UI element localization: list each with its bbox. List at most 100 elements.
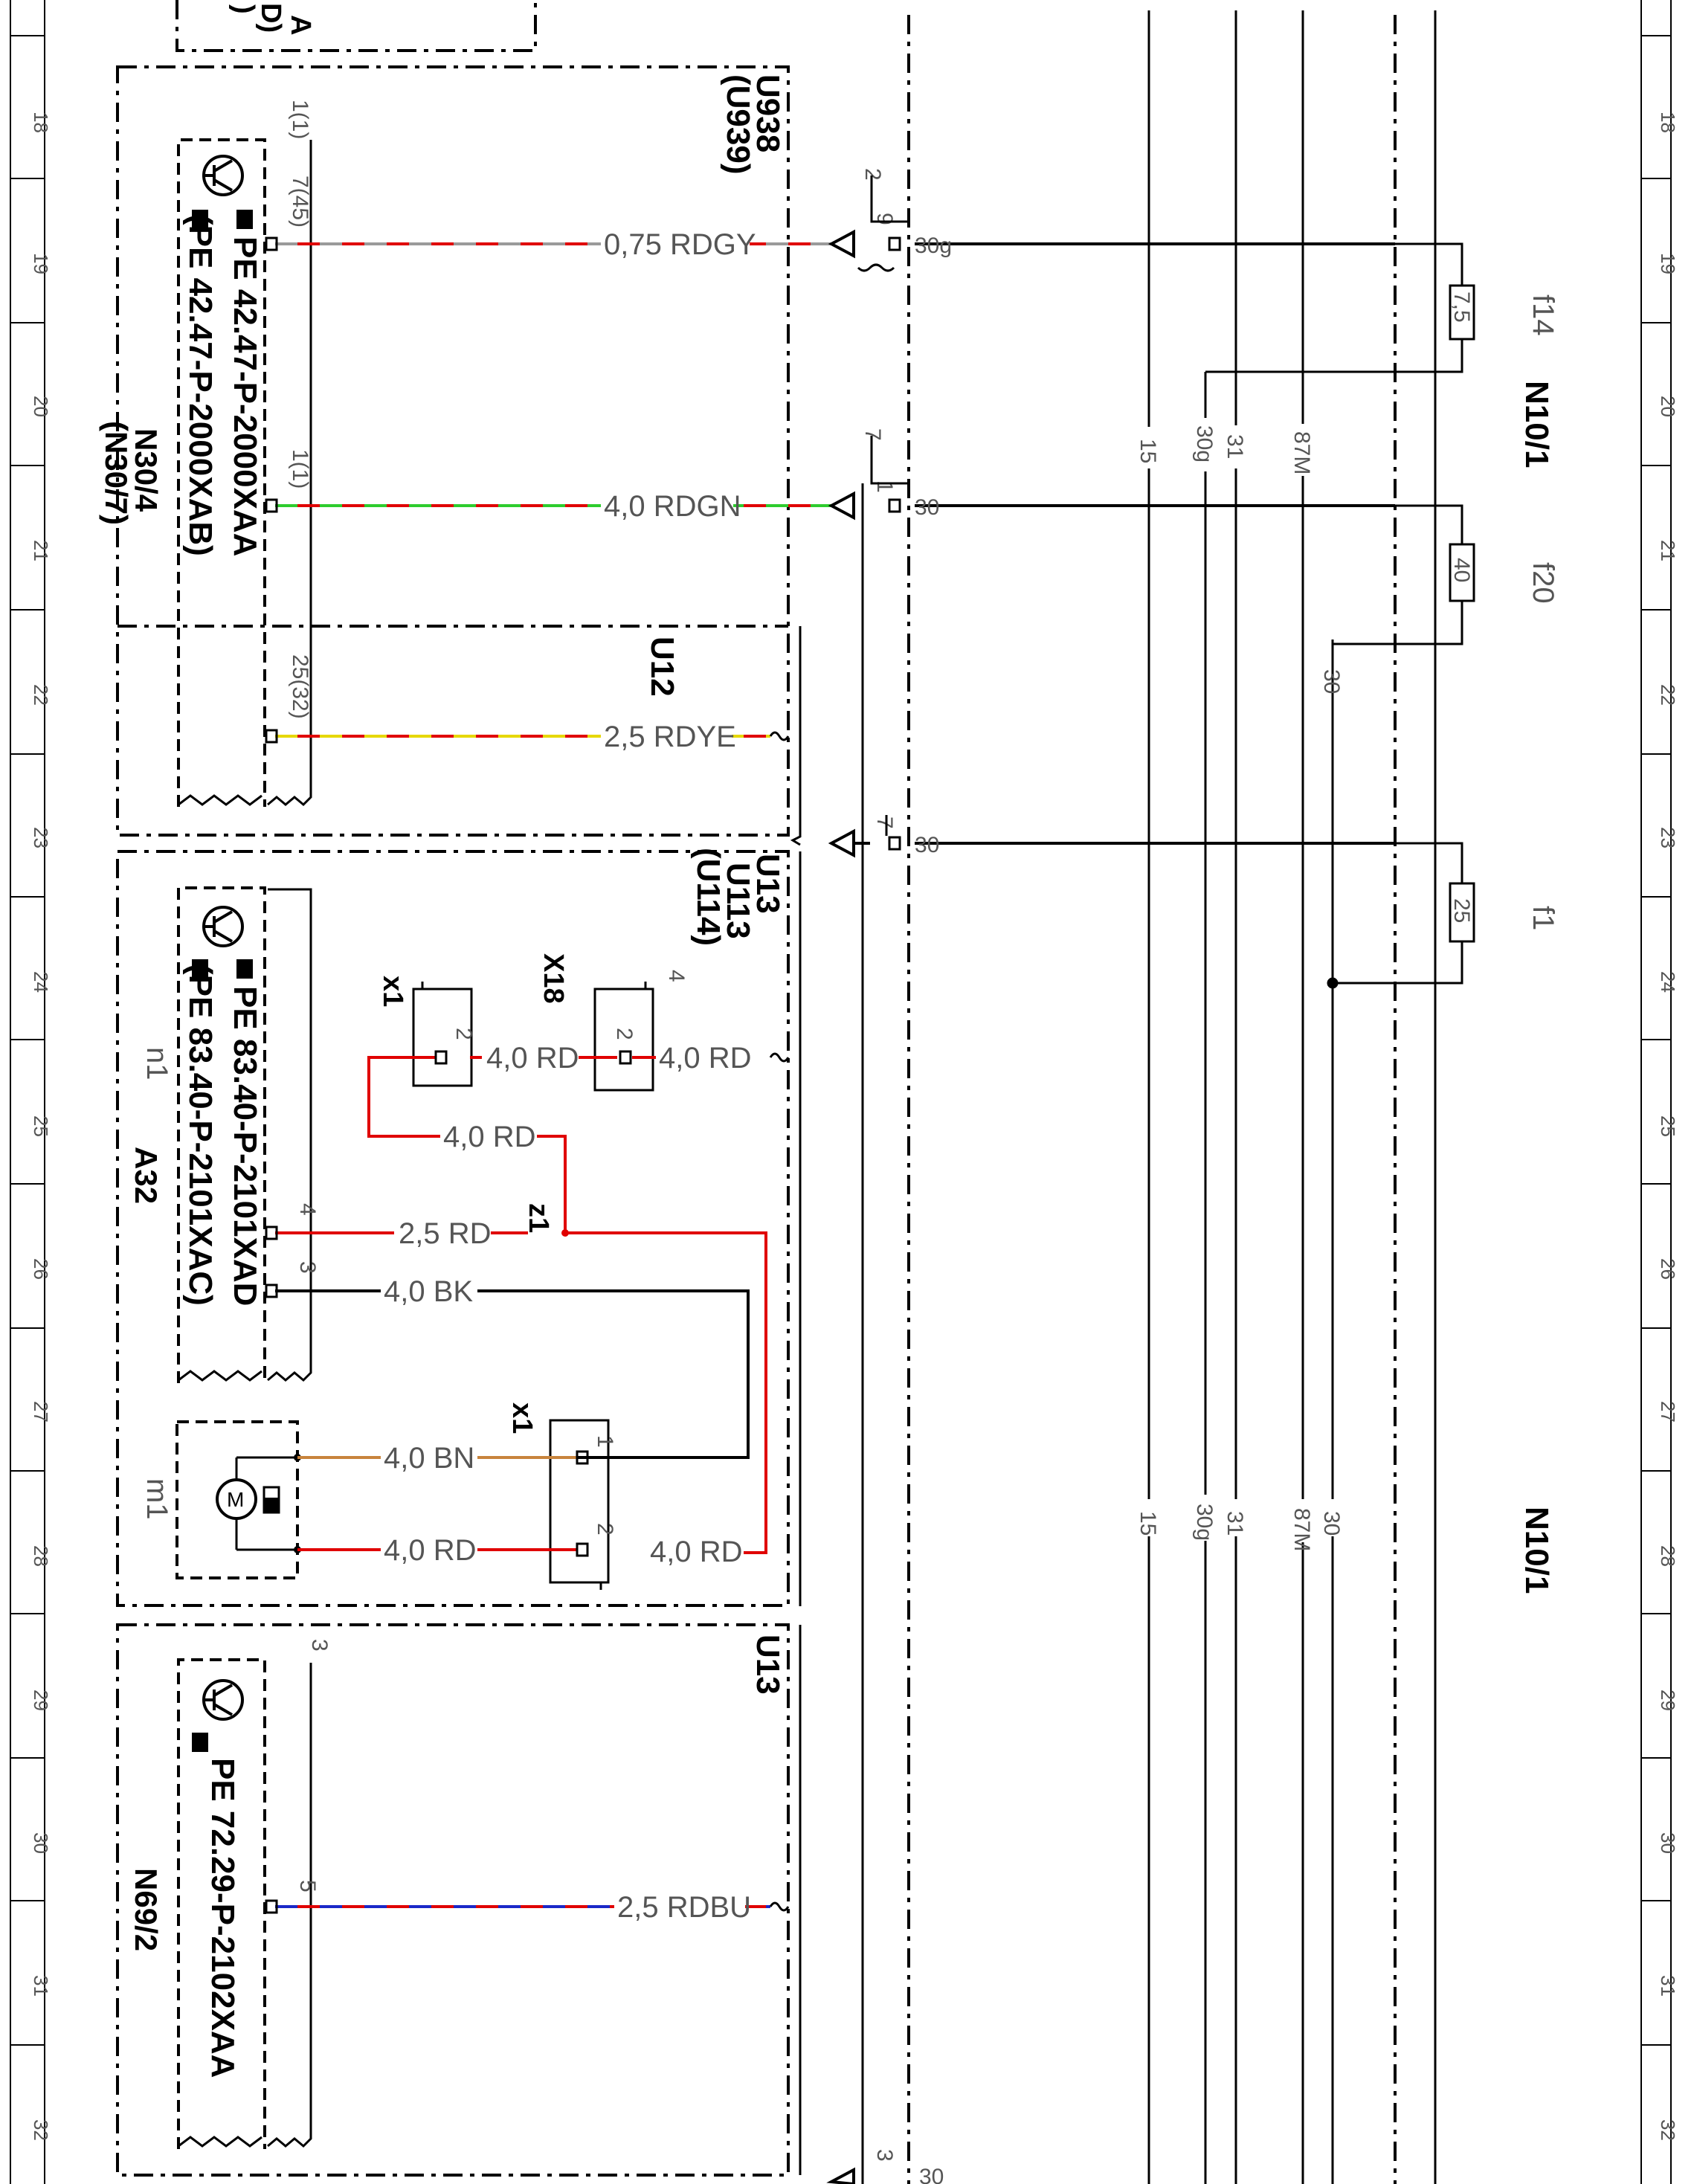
grid-number: 24 (30, 971, 52, 993)
fuse-f14-label: f14 (1527, 294, 1559, 336)
fuse-f20-label: f20 (1527, 562, 1559, 604)
fuse-f20-value: 40 (1449, 558, 1474, 582)
grid-number: 19 (30, 253, 52, 274)
terminal-labels: 30g 30 30 30 (915, 233, 952, 2184)
label-n30-7: (N30/7) (99, 421, 134, 525)
left-grid-ruler (10, 0, 45, 2184)
grid-number: 20 (1657, 396, 1679, 417)
grid-number: 19 (1657, 253, 1679, 274)
grid-number: 21 (30, 540, 52, 561)
grid-number: 24 (1657, 971, 1679, 993)
label-m1: m1 (141, 1478, 173, 1520)
grid-number: 25 (30, 1115, 52, 1137)
fuse-f1-label: f1 (1527, 906, 1559, 930)
connector-triangles (826, 229, 855, 2184)
pin-label: 7 (872, 816, 897, 829)
header-d: D) (255, 3, 286, 33)
reference-a32-alt: (PE 83.40-P-2101XAC) (182, 964, 219, 1306)
pin-sockets (265, 236, 901, 1914)
wire-label-2-5-rdye: 2,5 RDYE (604, 721, 736, 753)
reference-n69: PE 72.29-P-2102XAA (204, 1758, 241, 2078)
pin-label: 1(1) (288, 100, 312, 139)
bus-87m-b: 87M (1289, 1508, 1314, 1551)
grid-number: 31 (30, 1975, 52, 1997)
reference-a32: PE 83.40-P-2101XAD (227, 986, 263, 1306)
fuse-f1 (1449, 882, 1475, 943)
grid-number: 30 (30, 1832, 52, 1854)
pin-label: 4 (664, 970, 689, 982)
label-n69-2: N69/2 (129, 1868, 164, 1951)
top-header-box: A D) ) (175, 0, 537, 52)
label-a32: A32 (129, 1147, 164, 1204)
module-labels: U938 (U939) N30/4 (N30/7) U12 U13 U113 (… (99, 74, 1555, 1951)
grid-number: 20 (30, 396, 52, 417)
pin-label: 25(32) (288, 654, 312, 719)
grid-number: 32 (1657, 2119, 1679, 2141)
bus-87m: 87M (1289, 431, 1314, 474)
label-x1-top: x1 (377, 976, 408, 1007)
grid-number: 25 (1657, 1115, 1679, 1137)
wire-label-4-0-bn: 4,0 BN (384, 1442, 474, 1475)
pin-label: 5 (295, 1880, 320, 1893)
grid-number: 32 (30, 2119, 52, 2141)
wire-label-4-0-rd-loop: 4,0 RD (443, 1121, 536, 1153)
label-u114: (U114) (690, 848, 727, 946)
bus-15: 15 (1136, 439, 1160, 463)
grid-numbers-left: 18 19 20 21 22 23 24 25 26 27 28 29 30 3… (30, 112, 52, 2141)
bus-15-b: 15 (1136, 1511, 1160, 1536)
bus-31: 31 (1223, 434, 1247, 459)
label-u939: (U939) (720, 74, 756, 175)
pin-label: 2 (593, 1523, 617, 1536)
terminal-30-b: 30 (915, 833, 939, 857)
pin-label: 2 (860, 168, 885, 181)
reference-n30-alt: (PE 42.47-P-2000XAB) (182, 214, 219, 556)
label-u13-top: U13 (750, 854, 786, 914)
fuse-labels: 7,5 40 25 f14 f20 f1 (1449, 291, 1559, 930)
svg-text:M: M (227, 1488, 244, 1511)
wire-label-4-0-rd-x18: 4,0 RD (659, 1042, 752, 1075)
grid-number: 27 (1657, 1401, 1679, 1423)
label-u113: U113 (720, 863, 756, 939)
right-grid-ruler (1640, 0, 1672, 2184)
wire-label-0-75-rdgy: 0,75 RDGY (604, 228, 756, 261)
wire-label-masks (381, 228, 753, 1923)
grid-number: 23 (30, 827, 52, 848)
pin-label: 2 (451, 1028, 476, 1040)
bus-labels: 15 30g 31 87M 30 15 30g 31 87M 30 (1136, 425, 1344, 1551)
fuse-f1-value: 25 (1449, 898, 1474, 923)
terminal-30g: 30g (915, 233, 952, 258)
wire-red-x1 (367, 1056, 567, 1233)
x1-bottom-connector (549, 1419, 610, 1584)
fuse-f14-value: 7,5 (1449, 291, 1474, 323)
label-u938: U938 (750, 74, 786, 152)
grid-number: 22 (30, 684, 52, 706)
pin-label: 3 (872, 2149, 897, 2162)
u938-box (116, 65, 790, 837)
wire-label-4-0-rd-x1: 4,0 RD (486, 1042, 579, 1075)
pin-bracket-lines (861, 175, 909, 2184)
pin-label: 7(45) (288, 175, 312, 228)
grid-number: 30 (1657, 1832, 1679, 1854)
terminal-30-a: 30 (915, 495, 939, 520)
grid-number: 28 (30, 1545, 52, 1567)
fuses (1395, 242, 1475, 985)
transistor-icon (202, 906, 244, 947)
pin-label: 3 (295, 1261, 320, 1274)
label-u13-bottom: U13 (750, 1634, 786, 1695)
wires (275, 242, 1395, 1908)
x1-connector (412, 988, 473, 1087)
u13-box-top (116, 850, 790, 1607)
wire-label-4-0-rd-motor: 4,0 RD (384, 1534, 477, 1567)
pin-label: 1(1) (288, 449, 312, 489)
grid-number: 28 (1657, 1545, 1679, 1567)
x18-connector (593, 988, 654, 1092)
wire-label-4-0-rdgn: 4,0 RDGN (604, 490, 741, 523)
pin-labels: 1(1) 7(45) 1(1) 25(32) 2 9 7 1 7 4 2 2 4… (288, 100, 897, 2162)
wave-ends (769, 263, 895, 2175)
bus-31-b: 31 (1223, 1511, 1247, 1536)
pin-label: 9 (872, 213, 897, 225)
grid-number: 29 (30, 1689, 52, 1711)
header-paren: ) (228, 4, 260, 14)
wire-label-2-5-rdbu: 2,5 RDBU (617, 1891, 751, 1924)
